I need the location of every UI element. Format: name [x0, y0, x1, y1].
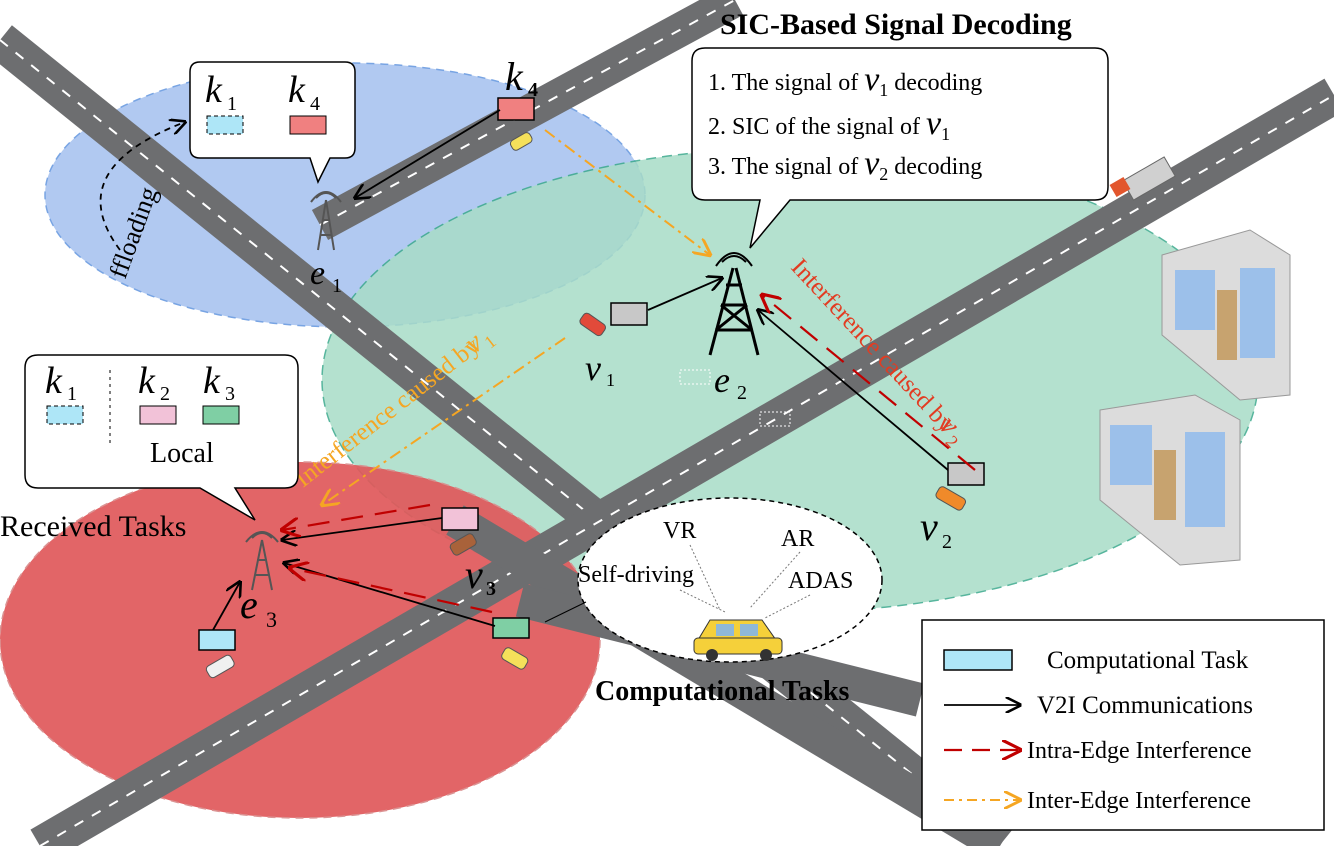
svg-text:k: k — [505, 54, 524, 99]
svg-text:2. SIC of the signal of v1: 2. SIC of the signal of v1 — [708, 105, 950, 144]
svg-text:k: k — [203, 360, 221, 402]
svg-text:Self-driving: Self-driving — [578, 562, 694, 588]
svg-text:3: 3 — [225, 383, 235, 405]
label-k4-road: k 4 — [505, 54, 538, 101]
task-v1 — [610, 302, 648, 326]
zone-e3 — [0, 461, 601, 819]
svg-text:e: e — [310, 255, 325, 292]
svg-text:k: k — [205, 69, 223, 111]
task-v2 — [947, 462, 985, 486]
car-v2 — [935, 486, 967, 511]
tower-e2 — [708, 252, 760, 356]
label-e1: e 1 — [310, 255, 342, 297]
svg-text:k: k — [45, 360, 63, 402]
received-tasks-label: Received Tasks — [0, 510, 186, 543]
bubble-e1: k 1 k 4 — [189, 61, 356, 184]
decoding-box: 1. The signal of v1 decoding 2. SIC of t… — [691, 47, 1109, 249]
svg-text:e: e — [240, 582, 258, 627]
svg-text:1: 1 — [227, 93, 237, 115]
svg-text:2: 2 — [160, 383, 170, 405]
svg-text:1. The signal of v1 decoding: 1. The signal of v1 decoding — [708, 61, 982, 100]
svg-text:3. The signal of v2 decoding: 3. The signal of v2 decoding — [708, 145, 982, 184]
svg-text:ADAS: ADAS — [788, 568, 853, 594]
car-v1 — [579, 312, 607, 337]
truck — [1109, 156, 1176, 201]
legend-item-v2i: V2I Communications — [944, 692, 1253, 719]
svg-text:k: k — [138, 360, 156, 402]
svg-text:4: 4 — [310, 93, 320, 115]
svg-text:v: v — [465, 552, 483, 597]
svg-text:2: 2 — [942, 531, 952, 553]
label-v3: v 3 — [465, 552, 496, 600]
svg-text:1: 1 — [606, 370, 615, 390]
svg-text:VR: VR — [663, 518, 696, 544]
v2i-arrows — [99, 109, 949, 631]
car-k4 — [509, 132, 533, 151]
intra-edge-arrows — [282, 295, 976, 614]
label-v1: v 1 — [585, 348, 615, 390]
legend-item-intra: Intra-Edge Interference — [944, 738, 1252, 764]
label-e2: e 2 — [714, 360, 747, 404]
car-computational — [501, 647, 529, 670]
svg-text:Inter-Edge Interference: Inter-Edge Interference — [1027, 788, 1251, 814]
inter-edge-arrows — [322, 129, 710, 505]
svg-text:k: k — [288, 69, 306, 111]
task-k4-near-car — [497, 97, 535, 121]
svg-text:3: 3 — [486, 578, 496, 600]
label-v2: v 2 — [920, 504, 952, 553]
svg-text:3: 3 — [266, 607, 277, 632]
car-bottom-left — [205, 654, 235, 679]
computational-tasks-label: Computational Tasks — [595, 676, 850, 707]
svg-text:1: 1 — [67, 383, 77, 405]
building-bottom — [1099, 394, 1241, 566]
svg-text:e: e — [714, 360, 730, 400]
svg-text:4: 4 — [528, 79, 538, 101]
svg-text:1: 1 — [332, 275, 342, 297]
svg-text:Local: Local — [150, 438, 214, 469]
svg-text:v: v — [585, 348, 601, 388]
legend-item-task: Computational Task — [943, 647, 1249, 674]
task-bottom-left — [198, 629, 236, 651]
applications-bubble: VR AR Self-driving ADAS — [544, 497, 883, 663]
legend: Computational Task V2I Communications In… — [921, 619, 1325, 831]
tower-e3 — [245, 531, 279, 591]
local-box: k 1 k 2 k 3 Local — [24, 354, 299, 521]
building-top — [1161, 229, 1291, 401]
svg-text:V2I Communications: V2I Communications — [1037, 692, 1253, 719]
tower-e1 — [310, 191, 342, 251]
svg-text:Computational Task: Computational Task — [1047, 647, 1249, 674]
legend-item-inter: Inter-Edge Interference — [944, 788, 1251, 814]
car-icon — [693, 619, 783, 661]
svg-text:AR: AR — [781, 526, 814, 552]
svg-text:v: v — [920, 504, 938, 549]
task-computational — [492, 617, 530, 639]
task-v3 — [441, 507, 479, 531]
label-e3: e 3 — [240, 582, 277, 632]
car-v3 — [449, 533, 477, 556]
svg-text:2: 2 — [737, 382, 747, 404]
svg-text:Intra-Edge Interference: Intra-Edge Interference — [1027, 738, 1252, 764]
title-partial: SIC-Based Signal Decoding — [720, 8, 1072, 41]
